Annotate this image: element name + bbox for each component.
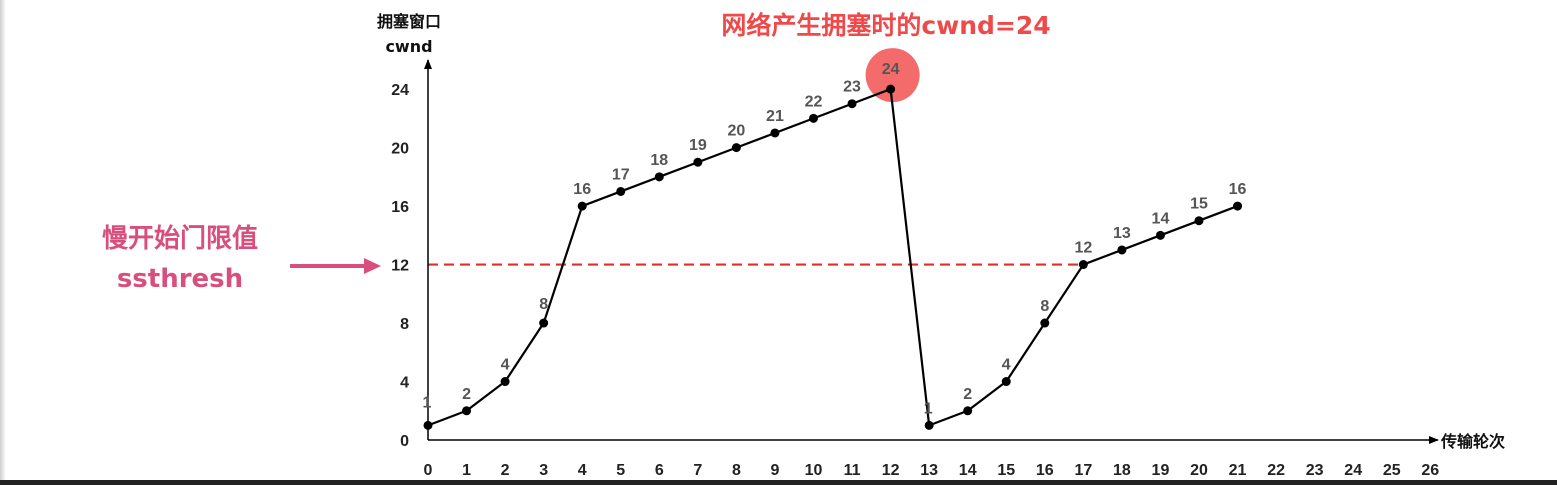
cwnd-data-label: 17	[612, 166, 630, 183]
cwnd-data-point	[847, 99, 857, 109]
x-tick-label: 23	[1306, 462, 1324, 479]
y-tick-label: 24	[391, 82, 409, 99]
y-tick-label: 4	[400, 375, 409, 392]
x-tick-label: 20	[1190, 462, 1208, 479]
cwnd-data-label: 12	[1074, 240, 1092, 257]
y-tick-label: 12	[391, 258, 409, 275]
x-tick-label: 2	[501, 462, 510, 479]
chart-title-annotation: 网络产生拥塞时的cwnd=24	[721, 11, 1050, 40]
ssthresh-label: 慢开始门限值	[102, 224, 258, 254]
cwnd-data-label: 21	[766, 108, 784, 125]
cwnd-data-label: 19	[689, 137, 707, 154]
cwnd-data-label: 18	[650, 152, 668, 169]
cwnd-data-label: 2	[963, 386, 972, 403]
cwnd-data-point	[924, 420, 934, 430]
cwnd-data-label: 1	[423, 394, 432, 411]
y-tick-label: 16	[391, 199, 409, 216]
cwnd-data-point	[539, 318, 549, 328]
x-tick-label: 21	[1229, 462, 1247, 479]
ssthresh-label-en: ssthresh	[117, 264, 243, 294]
x-tick-label: 10	[805, 462, 823, 479]
x-tick-label: 18	[1113, 462, 1131, 479]
cwnd-data-point	[1155, 230, 1165, 240]
x-tick-label: 14	[959, 462, 977, 479]
x-tick-label: 11	[844, 462, 861, 479]
cwnd-data-label: 1	[924, 400, 933, 417]
x-tick-label: 17	[1074, 462, 1092, 479]
x-axis-title: 传输轮次	[1440, 432, 1505, 451]
x-tick-label: 6	[655, 462, 664, 479]
cwnd-data-point	[693, 157, 703, 167]
cwnd-data-point	[886, 84, 896, 94]
cwnd-data-point	[1233, 201, 1243, 211]
x-tick-label: 5	[616, 462, 625, 479]
cwnd-data-point	[1194, 216, 1204, 226]
y-axis-title-unit: cwnd	[385, 37, 432, 56]
cwnd-data-point	[654, 172, 664, 182]
y-tick-label: 8	[400, 316, 409, 333]
cwnd-data-label: 16	[573, 181, 591, 198]
x-tick-label: 3	[539, 462, 548, 479]
x-tick-label: 12	[882, 462, 900, 479]
cwnd-data-label: 2	[462, 386, 471, 403]
cwnd-data-point	[500, 377, 510, 387]
x-tick-label: 4	[578, 462, 587, 479]
cwnd-data-point	[1001, 377, 1011, 387]
cwnd-data-point	[616, 186, 626, 196]
cwnd-data-point	[731, 143, 741, 153]
cwnd-data-label: 16	[1229, 181, 1247, 198]
cwnd-data-label: 24	[882, 61, 900, 78]
y-tick-label: 0	[400, 433, 409, 450]
cwnd-data-point	[462, 406, 472, 416]
x-tick-label: 13	[920, 462, 938, 479]
annotation-layer: 慢开始门限值 ssthresh 网络产生拥塞时的cwnd=24	[102, 11, 1051, 294]
cwnd-data-point	[963, 406, 973, 416]
x-tick-label: 26	[1421, 462, 1439, 479]
cwnd-data-label: 22	[805, 93, 823, 110]
x-tick-label: 0	[424, 462, 433, 479]
x-tick-label: 16	[1036, 462, 1054, 479]
ssthresh-arrow-head	[364, 258, 381, 274]
x-tick-label: 7	[693, 462, 702, 479]
cwnd-data-point	[577, 201, 587, 211]
cwnd-data-label: 14	[1152, 210, 1170, 227]
cwnd-data-point	[770, 128, 780, 138]
x-tick-label: 8	[732, 462, 741, 479]
cwnd-data-label: 20	[728, 123, 746, 140]
cwnd-data-label: 13	[1113, 225, 1131, 242]
x-tick-label: 1	[462, 462, 471, 479]
cwnd-data-point	[1040, 318, 1050, 328]
x-tick-label: 15	[997, 462, 1015, 479]
cwnd-data-point	[1117, 245, 1127, 255]
x-tick-label: 25	[1383, 462, 1401, 479]
x-tick-label: 9	[770, 462, 779, 479]
cwnd-data-point	[1078, 260, 1088, 270]
bottom-border	[0, 480, 1557, 485]
cwnd-series-line	[427, 88, 1238, 427]
cwnd-data-point	[423, 420, 433, 430]
cwnd-data-label: 8	[539, 296, 548, 313]
series-layer	[423, 48, 1243, 430]
x-tick-label: 24	[1344, 462, 1362, 479]
cwnd-data-label: 15	[1190, 196, 1208, 213]
window-left-edge	[0, 0, 6, 485]
x-tick-label: 19	[1152, 462, 1170, 479]
cwnd-data-label: 8	[1040, 298, 1049, 315]
cwnd-data-point	[809, 113, 818, 123]
y-axis-title: 拥塞窗口	[377, 12, 441, 31]
cwnd-data-label: 4	[501, 357, 510, 374]
congestion-highlight-circle	[865, 48, 920, 103]
x-tick-label: 22	[1267, 462, 1285, 479]
y-tick-label: 20	[391, 141, 409, 158]
cwnd-data-label: 4	[1002, 357, 1011, 374]
cwnd-data-label: 23	[843, 79, 861, 96]
